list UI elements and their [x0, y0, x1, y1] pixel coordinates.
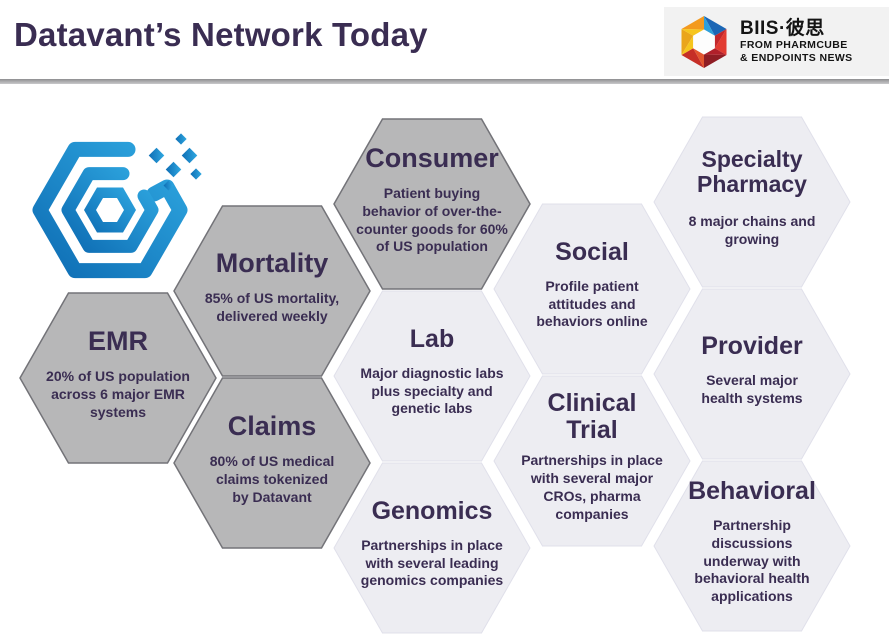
hexagon-shape — [493, 375, 691, 547]
hexagon-body: Profile patient attitudes and behaviors … — [536, 277, 648, 330]
hexagon-title: Genomics — [371, 496, 493, 525]
hexagon-body: Patient buying behavior of over-the-coun… — [356, 184, 508, 255]
hexagon-shape — [173, 205, 371, 377]
hexagon-title: Clinical Trial — [547, 389, 637, 445]
hexagon-shape — [653, 460, 851, 632]
hexagon-title: Consumer — [365, 142, 499, 173]
hexagon-shape — [173, 377, 371, 549]
hexagon-clinical-trial: Clinical Trial Partnerships in place wit… — [493, 375, 691, 547]
biis-hexagon-icon — [681, 15, 727, 68]
header-divider — [0, 79, 889, 84]
hexagon-shape — [333, 118, 531, 290]
hexagon-body: Partnerships in place with several major… — [521, 452, 663, 522]
hexagon-lab: Lab Major diagnostic labs plus specialty… — [333, 290, 531, 462]
hexagon-body: Major diagnostic labs plus specialty and… — [360, 364, 504, 417]
hexagon-title: Social — [555, 237, 629, 266]
datavant-logo-icon — [32, 133, 202, 279]
hexagon-body: Partnerships in place with several leadi… — [360, 536, 504, 589]
hexagon-title: Lab — [409, 324, 455, 353]
hexagon-shape — [653, 116, 851, 288]
hexagon-title: Mortality — [215, 247, 329, 278]
hexagon-shape — [333, 290, 531, 462]
hexagon-shape — [493, 203, 691, 375]
hexagon-body: Partnership discussions underway with be… — [694, 516, 810, 605]
hexagon-shape — [653, 288, 851, 460]
hexagon-title: Specialty Pharmacy — [697, 146, 807, 198]
hexagon-social: Social Profile patient attitudes and beh… — [493, 203, 691, 375]
hexagon-provider: Provider Several major health systems — [653, 288, 851, 460]
hexagon-title: Provider — [701, 331, 803, 360]
brand-name: BIIS·彼思 — [740, 17, 825, 39]
hexagon-emr: EMR 20% of US population across 6 major … — [19, 292, 217, 464]
hexagon-claims: Claims 80% of US medical claims tokenize… — [173, 377, 371, 549]
hexagon-behavioral: Behavioral Partnership discussions under… — [653, 460, 851, 632]
hexagon-specialty-pharmacy: Specialty Pharmacy 8 major chains and gr… — [653, 116, 851, 288]
hexagon-title: EMR — [88, 325, 148, 356]
hexagon-body: 85% of US mortality, delivered weekly — [204, 289, 340, 324]
hexagon-shape — [333, 462, 531, 634]
hexagon-body: 8 major chains and growing — [688, 212, 816, 247]
brand-subtitle-line2: & ENDPOINTS NEWS — [740, 52, 853, 65]
hexagon-shape — [19, 292, 217, 464]
page-title: Datavant’s Network Today — [14, 16, 428, 53]
hexagon-body: 20% of US population across 6 major EMR … — [46, 367, 190, 420]
hexagon-mortality: Mortality 85% of US mortality, delivered… — [173, 205, 371, 377]
hexagon-genomics: Genomics Partnerships in place with seve… — [333, 462, 531, 634]
brand-subtitle-line1: FROM PHARMCUBE — [740, 39, 848, 52]
hexagon-title: Behavioral — [688, 476, 816, 505]
hexagon-title: Claims — [227, 410, 317, 441]
hexagon-body: Several major health systems — [701, 371, 803, 406]
hexagon-body: 80% of US medical claims tokenized by Da… — [209, 452, 335, 505]
brand-logo-box: BIIS·彼思 FROM PHARMCUBE & ENDPOINTS NEWS — [664, 7, 889, 76]
hexagon-consumer: Consumer Patient buying behavior of over… — [333, 118, 531, 290]
